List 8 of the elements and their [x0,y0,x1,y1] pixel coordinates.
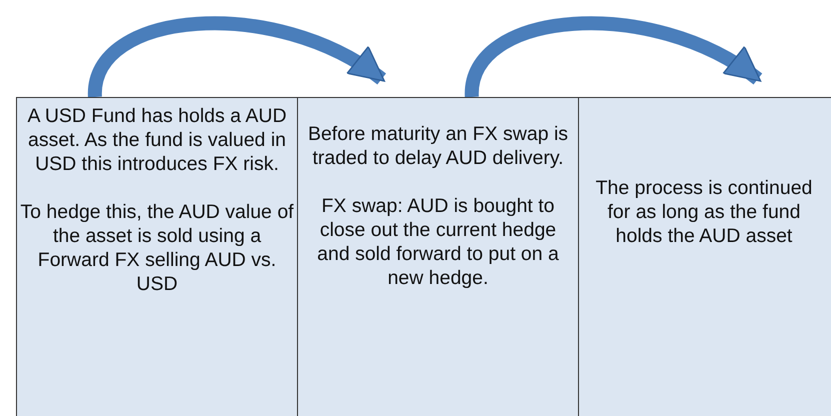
process-box [297,97,579,416]
box-text: The process is continued for as long as the fund holds the AUD asset [594,176,814,248]
box-text: Before maturity an FX swap is traded to delay AUD delivery. [306,122,570,170]
process-box [578,97,831,416]
box-text: To hedge this, the AUD value of the asset is sold using a Forward FX selling AUD vs. USD [19,200,295,296]
process-box [16,97,298,416]
box-text: A USD Fund has holds a AUD asset. As the fund is valued in USD this introduces FX risk. [26,104,288,176]
box-text: FX swap: AUD is bought to close out the current hedge and sold forward to put on a new hedge. [316,194,560,290]
